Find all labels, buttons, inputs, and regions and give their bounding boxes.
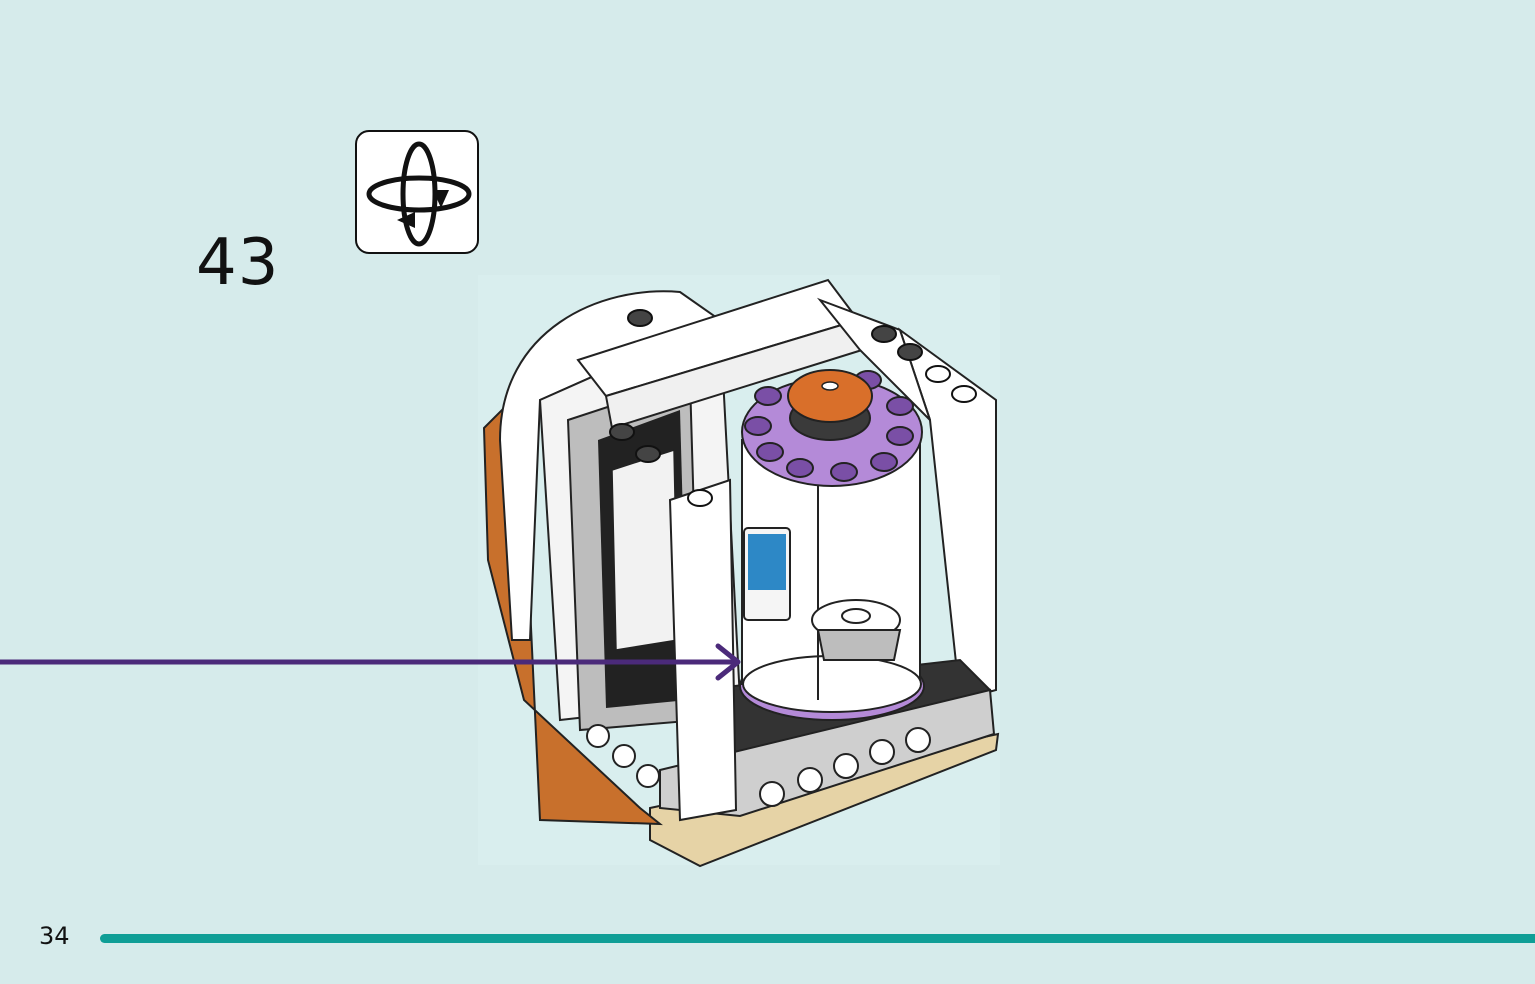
model-illustration xyxy=(0,275,1000,868)
grey-technic-beam xyxy=(659,688,996,818)
progress-bar xyxy=(100,934,1535,943)
rotate-model-callout xyxy=(355,130,479,254)
white-pillar xyxy=(668,478,738,822)
step-number: 43 xyxy=(196,226,280,300)
page-number: 34 xyxy=(39,922,70,950)
pointer-arrow-head xyxy=(715,643,741,681)
sticker-logo xyxy=(748,534,786,590)
curved-white-wall xyxy=(498,290,723,641)
rotate-model-icon xyxy=(366,141,472,247)
